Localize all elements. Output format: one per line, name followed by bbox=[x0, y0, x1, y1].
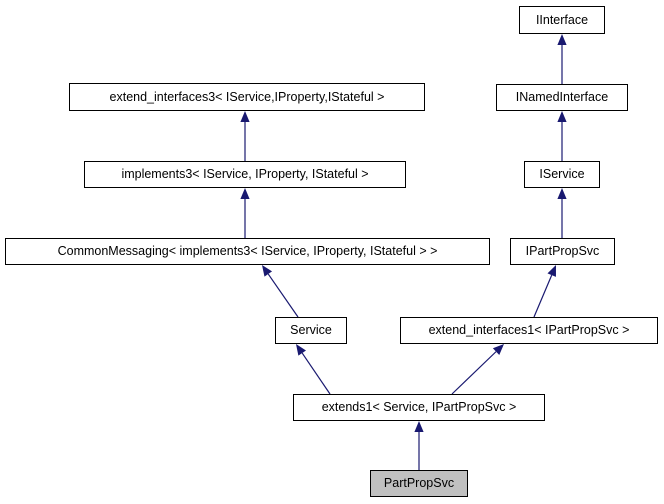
class-node-label: INamedInterface bbox=[515, 90, 609, 105]
edge-line bbox=[267, 273, 299, 318]
class-node-label: extend_interfaces1< IPartPropSvc > bbox=[428, 323, 630, 338]
edge-arrowhead-icon bbox=[240, 188, 250, 199]
class-node-label: extends1< Service, IPartPropSvc > bbox=[321, 400, 517, 415]
inheritance-edge-ipartpropsvc-to-iservice bbox=[557, 188, 567, 238]
inheritance-edge-inamedinterface-to-iinterface bbox=[557, 34, 567, 84]
inheritance-edge-commonmessaging-to-implements3 bbox=[240, 188, 250, 238]
inheritance-edge-implements3-to-extend_interfaces3 bbox=[240, 111, 250, 161]
class-node-iservice[interactable]: IService bbox=[524, 161, 600, 188]
class-node-label: implements3< IService, IProperty, IState… bbox=[121, 167, 369, 182]
class-node-label: IInterface bbox=[535, 12, 589, 27]
edge-line bbox=[533, 274, 553, 318]
class-node-extend_interfaces3[interactable]: extend_interfaces3< IService,IProperty,I… bbox=[69, 83, 425, 111]
edge-arrowhead-icon bbox=[296, 344, 306, 356]
class-node-partpropsvc[interactable]: PartPropSvc bbox=[370, 470, 468, 497]
edge-arrowhead-icon bbox=[557, 34, 567, 45]
class-node-label: PartPropSvc bbox=[383, 476, 455, 491]
inheritance-edge-partpropsvc-to-extends1 bbox=[414, 421, 424, 470]
class-node-service[interactable]: Service bbox=[275, 317, 347, 344]
class-node-extend_interfaces1[interactable]: extend_interfaces1< IPartPropSvc > bbox=[400, 317, 658, 344]
class-node-iinterface[interactable]: IInterface bbox=[519, 6, 605, 34]
class-node-inamedinterface[interactable]: INamedInterface bbox=[496, 84, 628, 111]
class-node-commonmessaging[interactable]: CommonMessaging< implements3< IService, … bbox=[5, 238, 490, 265]
inheritance-edge-service-to-commonmessaging bbox=[262, 265, 299, 318]
edge-line bbox=[301, 352, 331, 395]
edge-arrowhead-icon bbox=[262, 265, 273, 277]
class-node-ipartpropsvc[interactable]: IPartPropSvc bbox=[510, 238, 615, 265]
class-node-label: IService bbox=[539, 167, 585, 182]
edge-arrowhead-icon bbox=[557, 111, 567, 122]
inheritance-edge-iservice-to-inamedinterface bbox=[557, 111, 567, 161]
inheritance-edge-extend_interfaces1-to-ipartpropsvc bbox=[533, 265, 556, 318]
class-node-label: CommonMessaging< implements3< IService, … bbox=[57, 244, 438, 259]
class-node-label: IPartPropSvc bbox=[525, 244, 600, 259]
class-node-implements3[interactable]: implements3< IService, IProperty, IState… bbox=[84, 161, 406, 188]
edge-arrowhead-icon bbox=[547, 265, 556, 277]
edge-arrowhead-icon bbox=[240, 111, 250, 122]
class-node-label: extend_interfaces3< IService,IProperty,I… bbox=[109, 89, 385, 104]
edge-arrowhead-icon bbox=[492, 344, 504, 355]
class-node-extends1[interactable]: extends1< Service, IPartPropSvc > bbox=[293, 394, 545, 421]
inheritance-edge-extends1-to-service bbox=[296, 344, 331, 395]
edge-line bbox=[451, 351, 497, 395]
edge-arrowhead-icon bbox=[414, 421, 424, 432]
inheritance-edge-extends1-to-extend_interfaces1 bbox=[451, 344, 504, 395]
edge-arrowhead-icon bbox=[557, 188, 567, 199]
class-node-label: Service bbox=[290, 323, 332, 338]
